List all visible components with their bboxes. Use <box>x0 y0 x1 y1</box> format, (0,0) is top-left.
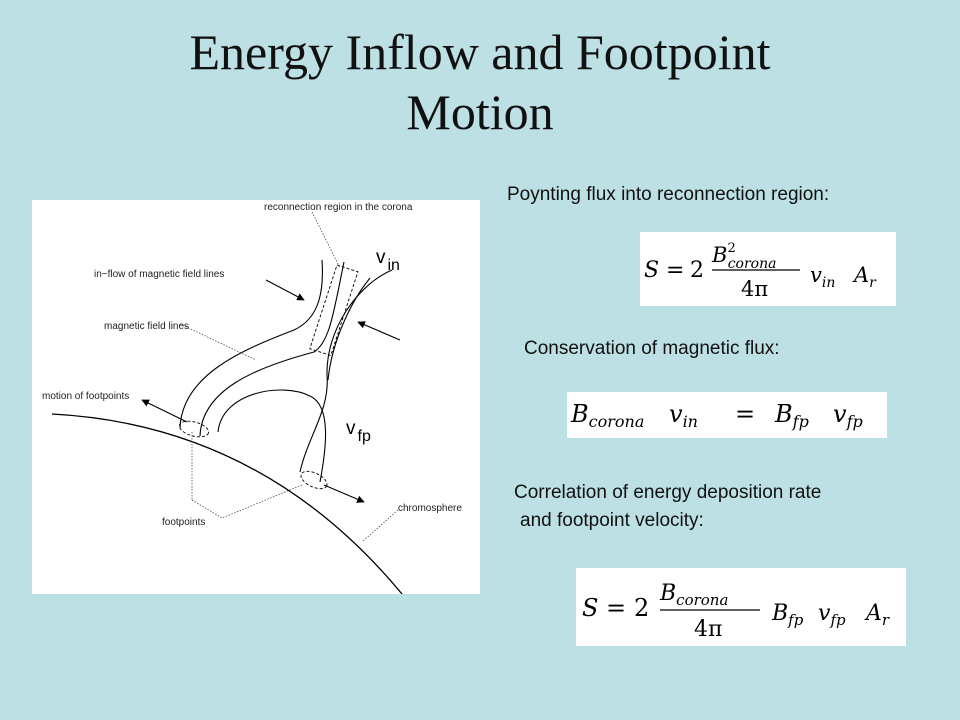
eq2-b-fp: Bfp <box>774 400 809 431</box>
title-line-2: Motion <box>406 84 554 140</box>
eq2-v-in: vin <box>669 400 698 431</box>
eq3-equals: = <box>606 594 626 622</box>
conservation-equation: Bcorona vin = Bfp vfp <box>567 392 887 438</box>
leader-reconnection <box>311 211 341 269</box>
label-footpoints: footpoints <box>162 517 205 528</box>
leader-footpoint-right <box>221 484 303 519</box>
eq1-denominator: 4π <box>741 277 768 301</box>
leader-field-lines <box>179 323 257 361</box>
label-field-lines: magnetic field lines <box>104 321 189 332</box>
label-reconnection-region: reconnection region in the corona <box>264 202 413 213</box>
reconnection-region-box <box>309 264 359 357</box>
eq3-s: S <box>582 594 598 622</box>
motion-arrow-right <box>323 484 365 503</box>
eq3-numerator: Bcorona <box>659 581 728 609</box>
footpoint-right-ellipse <box>300 470 328 490</box>
field-line-arcade-inner <box>217 389 327 483</box>
leader-chromosphere <box>361 509 399 543</box>
field-line-right-outer <box>299 269 393 473</box>
eq1-equals: = <box>666 258 684 283</box>
eq3-coef: 2 <box>634 594 649 622</box>
field-line-right-inner <box>327 277 371 381</box>
label-chromosphere: chromosphere <box>398 503 462 514</box>
eq3-v-fp: vfp <box>818 601 846 629</box>
title-line-1: Energy Inflow and Footpoint <box>189 24 771 80</box>
eq1-s: S <box>644 258 659 283</box>
eq3-a-r: Ar <box>864 601 890 629</box>
slide-title: Energy Inflow and Footpoint Motion <box>0 22 960 142</box>
poynting-heading: Poynting flux into reconnection region: <box>507 184 830 205</box>
eq2-v-fp: vfp <box>833 400 863 431</box>
inflow-arrow-left <box>265 279 305 301</box>
eq2-equals: = <box>735 400 755 428</box>
eq2-b-corona: Bcorona <box>570 400 644 431</box>
label-inflow: in−flow of magnetic field lines <box>94 269 224 280</box>
diagram-svg: reconnection region in the corona in−flo… <box>42 202 462 594</box>
eq3-b-fp: Bfp <box>771 601 804 629</box>
reconnection-diagram: reconnection region in the corona in−flo… <box>32 200 480 594</box>
eq1-v-in: vin <box>810 263 835 291</box>
correlation-equation-svg: S = 2 Bcorona 4π Bfp vfp Ar <box>582 581 890 642</box>
inflow-arrow-right <box>357 321 401 341</box>
footpoint-left-ellipse <box>178 420 210 438</box>
conservation-equation-svg: Bcorona vin = Bfp vfp <box>570 400 863 431</box>
correlation-heading-line-2: and footpoint velocity: <box>520 510 704 531</box>
eq3-denominator: 4π <box>694 617 722 642</box>
label-motion-footpoints: motion of footpoints <box>42 391 129 402</box>
field-line-outer <box>179 259 323 429</box>
chromosphere-curve <box>51 413 403 594</box>
correlation-heading-line-1: Correlation of energy deposition rate <box>514 482 822 503</box>
leader-footpoint-join <box>191 499 223 519</box>
conservation-heading: Conservation of magnetic flux: <box>524 338 780 359</box>
correlation-equation: S = 2 Bcorona 4π Bfp vfp Ar <box>576 568 906 646</box>
eq1-a-r: Ar <box>852 263 877 291</box>
motion-arrow-left <box>141 399 188 423</box>
eq1-coef: 2 <box>690 258 704 283</box>
field-line-inner-left <box>199 261 345 437</box>
